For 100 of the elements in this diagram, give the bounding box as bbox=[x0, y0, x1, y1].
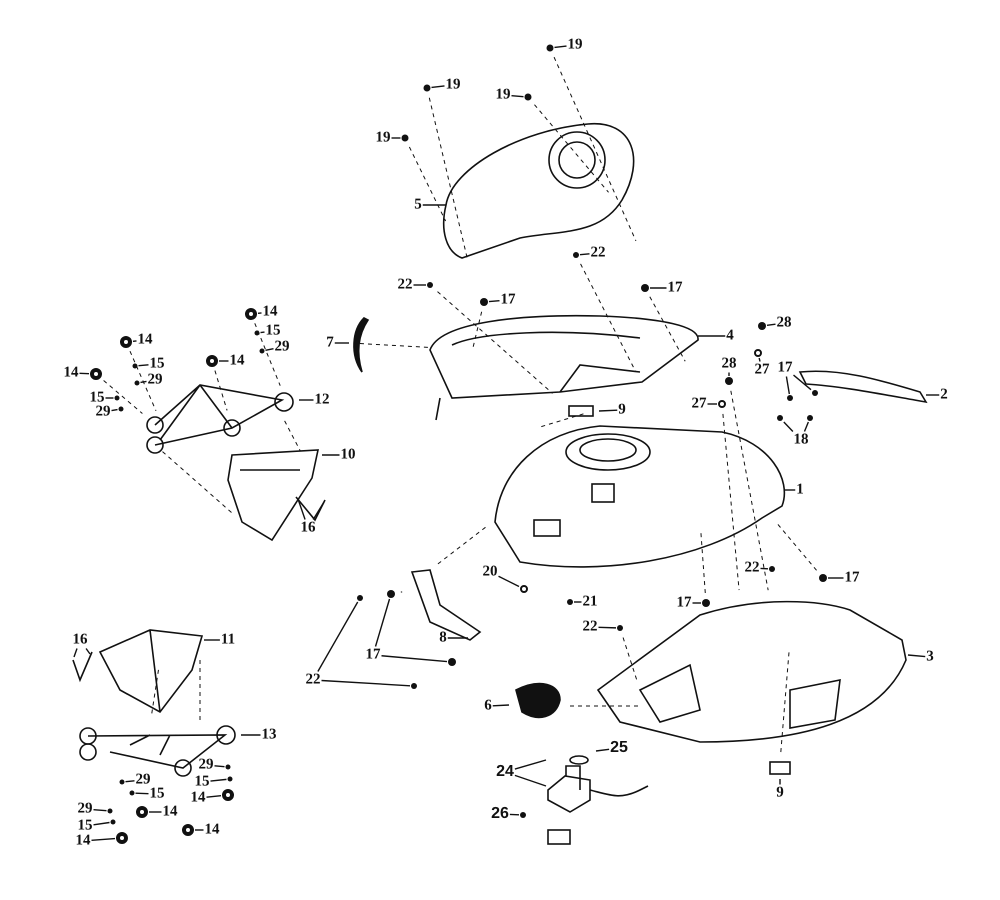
leader-line bbox=[334, 342, 349, 344]
leader-line bbox=[728, 372, 730, 376]
callout-number: 15 bbox=[150, 356, 164, 372]
leader-line bbox=[195, 829, 204, 831]
callout-number: 19 bbox=[568, 38, 582, 52]
leader-line bbox=[793, 374, 812, 390]
callout-number: 11 bbox=[220, 632, 236, 648]
fastener bbox=[134, 380, 140, 386]
fastener bbox=[480, 298, 488, 306]
fastener bbox=[110, 820, 116, 824]
washer bbox=[120, 336, 132, 348]
callout-number: 16 bbox=[72, 632, 88, 648]
callout-number: 17 bbox=[500, 292, 516, 308]
fastener bbox=[424, 84, 430, 92]
leader-line bbox=[760, 568, 768, 570]
callout-number: 29 bbox=[148, 372, 162, 388]
fastener bbox=[520, 812, 526, 818]
leader-line bbox=[804, 422, 810, 432]
fastener bbox=[777, 415, 783, 421]
callout-number: 15 bbox=[194, 774, 210, 790]
callout-number: 17 bbox=[366, 648, 380, 662]
fastener bbox=[254, 330, 260, 336]
leader-line bbox=[580, 253, 590, 256]
leader-line bbox=[514, 759, 546, 770]
callout-number: 3 bbox=[926, 650, 934, 664]
leader-line bbox=[392, 137, 400, 139]
callout-number: 14 bbox=[190, 790, 206, 806]
leader-line bbox=[908, 654, 926, 658]
callout-number: 29 bbox=[198, 758, 214, 772]
leader-line bbox=[299, 399, 314, 401]
fastener bbox=[769, 566, 775, 572]
callout-number: 18 bbox=[794, 432, 808, 448]
washer bbox=[90, 368, 102, 380]
callout-number: 15 bbox=[90, 390, 104, 406]
callout-number: 19 bbox=[446, 78, 460, 92]
callout-number: 29 bbox=[274, 340, 290, 354]
leader-line bbox=[91, 838, 116, 842]
callout-number: 8 bbox=[439, 630, 447, 646]
leader-line bbox=[766, 323, 776, 326]
leader-line bbox=[650, 287, 666, 289]
leader-line bbox=[498, 576, 520, 588]
leader-line bbox=[132, 340, 137, 342]
callout-number: 29 bbox=[96, 404, 110, 420]
fastener bbox=[725, 377, 733, 385]
leader-line bbox=[758, 358, 761, 362]
washer bbox=[182, 824, 194, 836]
leader-line bbox=[219, 360, 228, 362]
washer bbox=[136, 806, 148, 818]
leader-line bbox=[265, 348, 274, 351]
fastener bbox=[118, 406, 124, 412]
callout-number: 14 bbox=[162, 804, 178, 820]
leader-line bbox=[210, 778, 227, 782]
leader-line bbox=[86, 648, 91, 654]
leader-line bbox=[206, 795, 222, 798]
leader-line bbox=[574, 601, 582, 603]
washer bbox=[754, 349, 762, 357]
leader-line bbox=[596, 748, 610, 752]
callout-number: 28 bbox=[722, 356, 736, 372]
leader-line bbox=[317, 602, 358, 672]
fastener bbox=[114, 396, 120, 400]
leader-line bbox=[93, 822, 110, 826]
callout-number: 20 bbox=[482, 564, 498, 580]
callout-number: 15 bbox=[78, 818, 92, 834]
callout-number: 27 bbox=[692, 396, 706, 412]
leader-line bbox=[125, 780, 135, 782]
leader-line bbox=[93, 808, 107, 812]
leader-line bbox=[321, 680, 410, 686]
callout-number: 24 bbox=[496, 764, 514, 780]
callout-number: 26 bbox=[491, 806, 509, 822]
leader-line bbox=[381, 655, 448, 662]
leader-line bbox=[106, 397, 114, 399]
callout-number: 19 bbox=[376, 130, 390, 146]
fastener bbox=[524, 94, 532, 100]
leader-line bbox=[698, 335, 726, 337]
callout-number: 22 bbox=[398, 278, 412, 292]
leader-line bbox=[149, 811, 162, 813]
callout-number: 13 bbox=[262, 728, 276, 742]
fastener bbox=[228, 776, 232, 782]
callout-number: 9 bbox=[776, 786, 784, 800]
leader-line bbox=[322, 454, 340, 456]
fastener bbox=[411, 683, 417, 689]
fastener bbox=[787, 395, 793, 401]
fastener bbox=[807, 415, 813, 421]
leader-line bbox=[708, 403, 717, 405]
leader-line bbox=[514, 774, 546, 787]
leader-line bbox=[111, 408, 118, 412]
leader-line bbox=[488, 300, 500, 302]
callout-number: 22 bbox=[590, 246, 606, 260]
washer bbox=[116, 832, 128, 844]
callout-number: 15 bbox=[266, 324, 280, 338]
callout-number: 14 bbox=[138, 332, 152, 348]
fastener bbox=[546, 44, 554, 52]
fastener bbox=[130, 790, 134, 796]
callout-number: 9 bbox=[618, 402, 626, 418]
fastener bbox=[573, 252, 579, 258]
leader-line bbox=[138, 364, 149, 366]
callout-number: 7 bbox=[326, 336, 334, 350]
fastener bbox=[427, 282, 433, 288]
leader-line bbox=[431, 85, 445, 88]
fastener bbox=[108, 808, 112, 814]
